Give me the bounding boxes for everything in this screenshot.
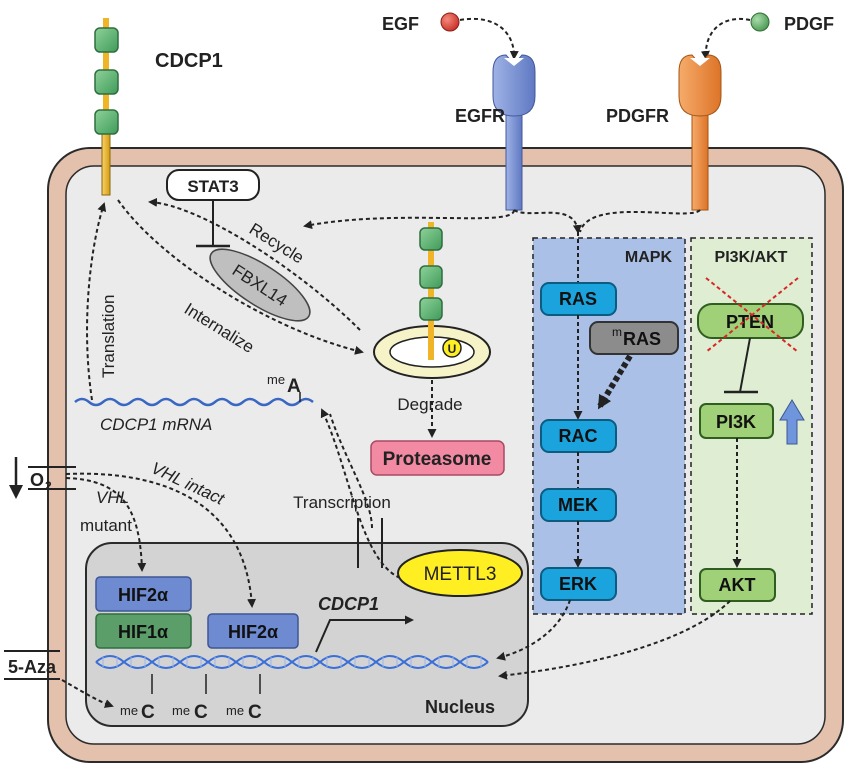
mec-c-1: C [141, 702, 155, 723]
gene-label: CDCP1 [318, 594, 379, 614]
mettl3-node [397, 549, 523, 597]
mek-label: MEK [558, 495, 598, 515]
mec-me-1: me [120, 703, 138, 718]
translation-arrow [86, 202, 107, 401]
ubiquitin-tag [442, 338, 462, 358]
cdcp1-label: CDCP1 [155, 50, 223, 72]
mec-c-3: C [248, 702, 262, 723]
egf-binding-arrow [459, 17, 519, 60]
akt-label: AKT [719, 575, 756, 595]
rac-label: RAC [559, 426, 598, 446]
aza-label: 5-Aza [8, 657, 57, 677]
pdgf-ligand [750, 12, 770, 32]
internalized-cdcp1 [419, 222, 443, 360]
erk-node [540, 567, 617, 601]
translation-label: Translation [99, 295, 118, 378]
cdcp1-receptor [94, 18, 119, 196]
cdcp1-tss-arrow [315, 615, 414, 653]
proteasome-label: Proteasome [383, 449, 492, 470]
mec-me-2: me [172, 703, 190, 718]
mapk-label: MAPK [625, 249, 673, 266]
m6a-a: A [287, 376, 301, 397]
mras-node [589, 321, 679, 355]
akt-to-nucleus-arrow [498, 600, 731, 680]
stat3-label: STAT3 [187, 177, 238, 196]
pi3k-akt-label: PI3K/AKT [715, 249, 788, 266]
o2-label: O [30, 470, 44, 490]
hif2a-label-mutant: HIF2α [118, 585, 168, 605]
pi3k-label: PI3K [716, 412, 756, 432]
transcription-arrow [329, 413, 373, 529]
mutant-label: mutant [80, 516, 132, 535]
pdgfr-label: PDGFR [606, 106, 669, 126]
egf-label: EGF [382, 14, 419, 34]
mras-m-label: m [612, 325, 622, 339]
pdgf-binding-arrow [700, 17, 751, 60]
akt-node [699, 568, 776, 602]
mras-label: RAS [623, 329, 661, 349]
mettl3-label: METTL3 [424, 564, 497, 585]
hif2a-label-intact: HIF2α [228, 622, 278, 642]
internalize-arrow [117, 199, 364, 355]
egfr-label: EGFR [455, 106, 505, 126]
nucleus-label: Nucleus [425, 697, 495, 717]
mrna-label: CDCP1 mRNA [100, 415, 212, 434]
aza-arrow [61, 679, 114, 708]
degrade-label: Degrade [397, 395, 462, 414]
vhl-intact-arrow [65, 472, 257, 608]
pten-cross-2 [705, 277, 799, 353]
m6a-me: me [267, 372, 285, 387]
mras-to-rac-arrow [597, 354, 633, 410]
pdgf-label: PDGF [784, 14, 834, 34]
pten-node [697, 303, 804, 339]
transcription-label: Transcription [293, 493, 391, 512]
vhl-mutant-arrow [65, 477, 147, 572]
hif1a-label: HIF1α [118, 622, 168, 642]
pdgfr-to-mapk-arrow [579, 209, 701, 233]
vhl-label: VHL [96, 488, 129, 507]
hif1a-node [95, 613, 192, 649]
mec-c-2: C [194, 702, 208, 723]
hif2a-node-intact [207, 613, 299, 649]
fbxl14-node [209, 248, 311, 322]
pten-inhibition [739, 337, 751, 393]
mec-me-3: me [226, 703, 244, 718]
erk-to-nucleus-arrow [496, 599, 571, 661]
mettl3-to-m6a-arrow [320, 408, 401, 579]
pten-label: PTEN [726, 312, 774, 332]
egfr-to-recycle-arrow [303, 209, 515, 230]
egfr-receptor [492, 54, 536, 211]
proteasome-node [370, 440, 505, 476]
erk-label: ERK [559, 574, 597, 594]
ubiquitin-label: U [448, 342, 457, 356]
up-arrow-icon [779, 399, 805, 445]
hif2a-node-mutant [95, 576, 192, 612]
recycle-arrow [148, 197, 361, 331]
egfr-to-mapk-arrow [513, 209, 582, 234]
dna-helix [95, 655, 489, 669]
o2-subscript: 2 [45, 479, 52, 493]
ras-label: RAS [559, 289, 597, 309]
cdcp1-mrna-strand [74, 397, 314, 407]
egf-ligand [440, 12, 460, 32]
